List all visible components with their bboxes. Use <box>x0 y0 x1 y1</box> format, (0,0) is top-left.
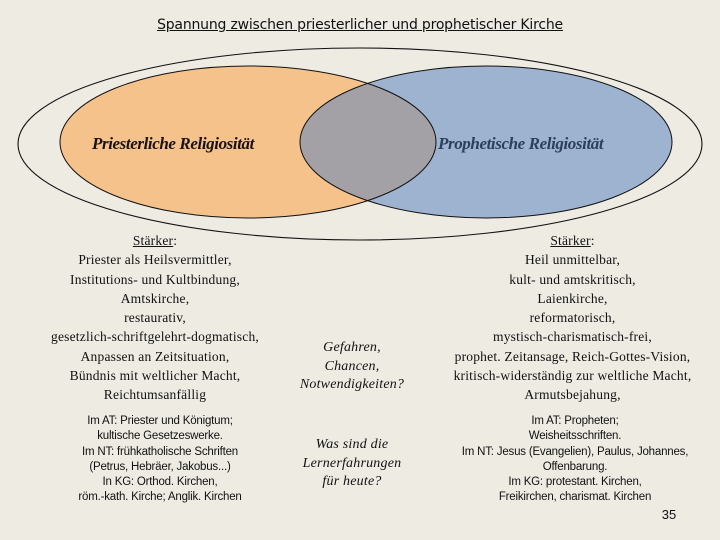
source-item: Weisheitsschriften. <box>528 430 622 443</box>
source-item: Freikirchen, charismat. Kirchen <box>498 491 652 504</box>
strength-item: Laienkirche, <box>537 290 608 306</box>
strength-item: Heil unmittelbar, <box>524 252 621 268</box>
page-number: 35 <box>661 507 677 522</box>
strength-item: gesetzlich-schriftgelehrt-dogmatisch, <box>51 329 259 345</box>
source-item: Offenbarung. <box>542 460 608 473</box>
prophetic-sources: Im AT: Propheten; Weisheitsschriften. Im… <box>435 414 715 506</box>
strengths-heading: Stärker <box>132 233 174 248</box>
outer-ellipse <box>17 47 703 241</box>
source-item: Im KG: protestant. Kirchen, <box>508 476 642 489</box>
source-item: Im NT: frühkatholische Schriften <box>82 445 238 458</box>
center-question-risks: Gefahren, Chancen, Notwendigkeiten? <box>299 340 405 392</box>
prophetic-label: Prophetische Religiosität <box>438 134 604 153</box>
strength-item: prophet. Zeitansage, Reich-Gottes-Vision… <box>454 348 691 364</box>
strength-item: kritisch-widerständig zur weltliche Mach… <box>453 368 692 384</box>
strength-item: Bündnis mit weltlicher Macht, <box>69 368 241 384</box>
source-item: In KG: Orthod. Kirchen, <box>102 476 218 489</box>
strengths-heading-line: Stärker: <box>425 231 720 250</box>
overlap-region <box>300 66 436 218</box>
source-item: kultische Gesetzeswerke. <box>97 430 223 443</box>
strength-item: Armutsbejahung, <box>524 387 621 403</box>
strength-item: Reichtumsanfällig <box>103 387 207 403</box>
priestly-label: Priesterliche Religiosität <box>92 134 254 153</box>
strength-item: Anpassen an Zeitsituation, <box>80 348 230 364</box>
source-item: Im AT: Priester und Königtum; <box>87 415 233 427</box>
source-item: Im NT: Jesus (Evangelien), Paulus, Johan… <box>461 445 689 458</box>
strength-item: reformatorisch, <box>529 310 616 326</box>
source-item: röm.-kath. Kirche; Anglik. Kirchen <box>78 491 242 504</box>
prophetic-strengths: Stärker: Heil unmittelbar, kult- und amt… <box>425 231 720 405</box>
strength-item: restaurativ, <box>124 310 186 326</box>
strengths-heading-line: Stärker: <box>20 231 290 250</box>
strength-item: mystisch-charismatisch-frei, <box>493 329 652 345</box>
strength-item: Priester als Heilsvermittler, <box>78 252 232 268</box>
slide-title: Spannung zwischen priesterlicher und pro… <box>157 17 563 33</box>
strength-item: Institutions- und Kultbindung, <box>70 271 240 287</box>
strength-item: kult- und amtskritisch, <box>509 271 636 287</box>
source-item: (Petrus, Hebräer, Jakobus...) <box>89 460 231 473</box>
center-question-lessons: Was sind die Lernerfahrungen für heute? <box>302 437 402 489</box>
priestly-strengths: Stärker: Priester als Heilsvermittler, I… <box>20 231 290 405</box>
strength-item: Amtskirche, <box>120 290 190 306</box>
strengths-heading: Stärker <box>550 233 591 248</box>
source-item: Im AT: Propheten; <box>531 415 619 427</box>
priestly-sources: Im AT: Priester und Königtum; kultische … <box>20 414 300 506</box>
